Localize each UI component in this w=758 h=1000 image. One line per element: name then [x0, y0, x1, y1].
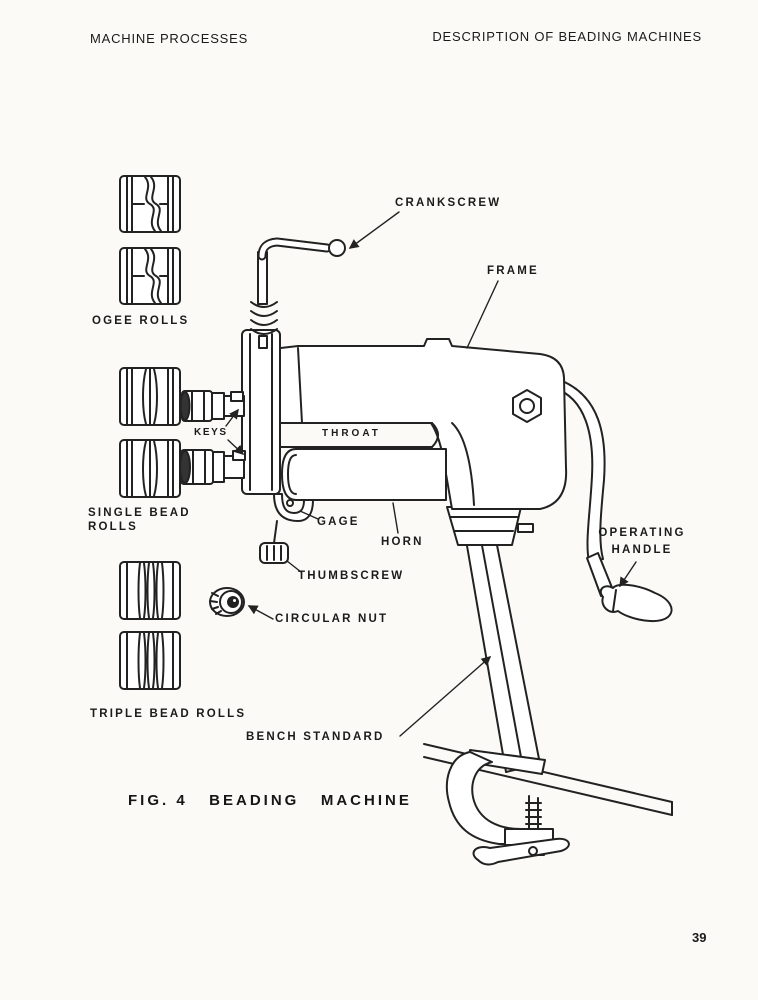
figure-caption: FIG. 4 BEADING MACHINE	[128, 792, 412, 809]
keys-leader-upper	[225, 408, 239, 427]
frame-leader	[466, 280, 499, 349]
operating-handle-leader	[619, 561, 637, 588]
thumbscrew-illustration	[259, 520, 289, 564]
label-gage: GAGE	[317, 516, 360, 528]
bench-standard-leader	[399, 656, 492, 737]
gage-illustration	[273, 493, 314, 522]
horn-leader	[392, 502, 399, 534]
upper-roll-shaft-illustration	[179, 390, 245, 422]
label-horn: HORN	[381, 536, 424, 548]
single-bead-rolls-illustration	[119, 367, 181, 498]
page-number: 39	[692, 930, 707, 945]
machine-illustration	[179, 237, 673, 866]
crankscrew-leader	[348, 211, 400, 249]
frame-base-illustration	[446, 506, 534, 546]
thumbscrew-leader	[286, 560, 302, 573]
keys-leader-lower	[227, 439, 245, 456]
bench-standard-illustration	[465, 539, 541, 773]
ogee-rolls-illustration	[119, 175, 181, 305]
lower-roll-shaft-illustration	[179, 449, 246, 485]
header-left: MACHINE PROCESSES	[90, 31, 249, 46]
label-circular-nut: CIRCULAR NUT	[275, 613, 389, 625]
gage-leader	[299, 510, 319, 520]
bench-clamp-illustration	[445, 749, 570, 866]
throat-illustration	[279, 422, 439, 448]
label-ogee-rolls: OGEE ROLLS	[92, 315, 190, 327]
triple-bead-rolls-illustration	[119, 561, 181, 690]
label-triple-bead-rolls: TRIPLE BEAD ROLLS	[90, 708, 247, 720]
horn-illustration	[281, 448, 447, 501]
label-frame: FRAME	[487, 265, 539, 277]
label-crankscrew: CRANKSCREW	[395, 197, 502, 209]
upper-key-icon	[230, 391, 244, 402]
circular-nut-illustration	[209, 587, 245, 617]
lower-key-icon	[232, 450, 246, 461]
circular-nut-leader	[247, 605, 274, 620]
leader-lines	[225, 211, 637, 737]
label-keys: KEYS	[194, 427, 228, 438]
front-plate-illustration	[241, 329, 281, 495]
label-throat: THROAT	[322, 428, 381, 439]
label-single-bead-rolls: SINGLE BEAD ROLLS	[88, 507, 191, 533]
operating-handle-illustration	[553, 379, 673, 622]
frame-illustration	[245, 338, 568, 510]
label-bench-standard: BENCH STANDARD	[246, 731, 385, 743]
crankscrew-illustration	[250, 237, 346, 349]
label-thumbscrew: THUMBSCREW	[298, 570, 405, 582]
header-right: DESCRIPTION OF BEADING MACHINES	[432, 29, 702, 44]
label-operating-handle: OPERATING HANDLE	[598, 527, 686, 556]
